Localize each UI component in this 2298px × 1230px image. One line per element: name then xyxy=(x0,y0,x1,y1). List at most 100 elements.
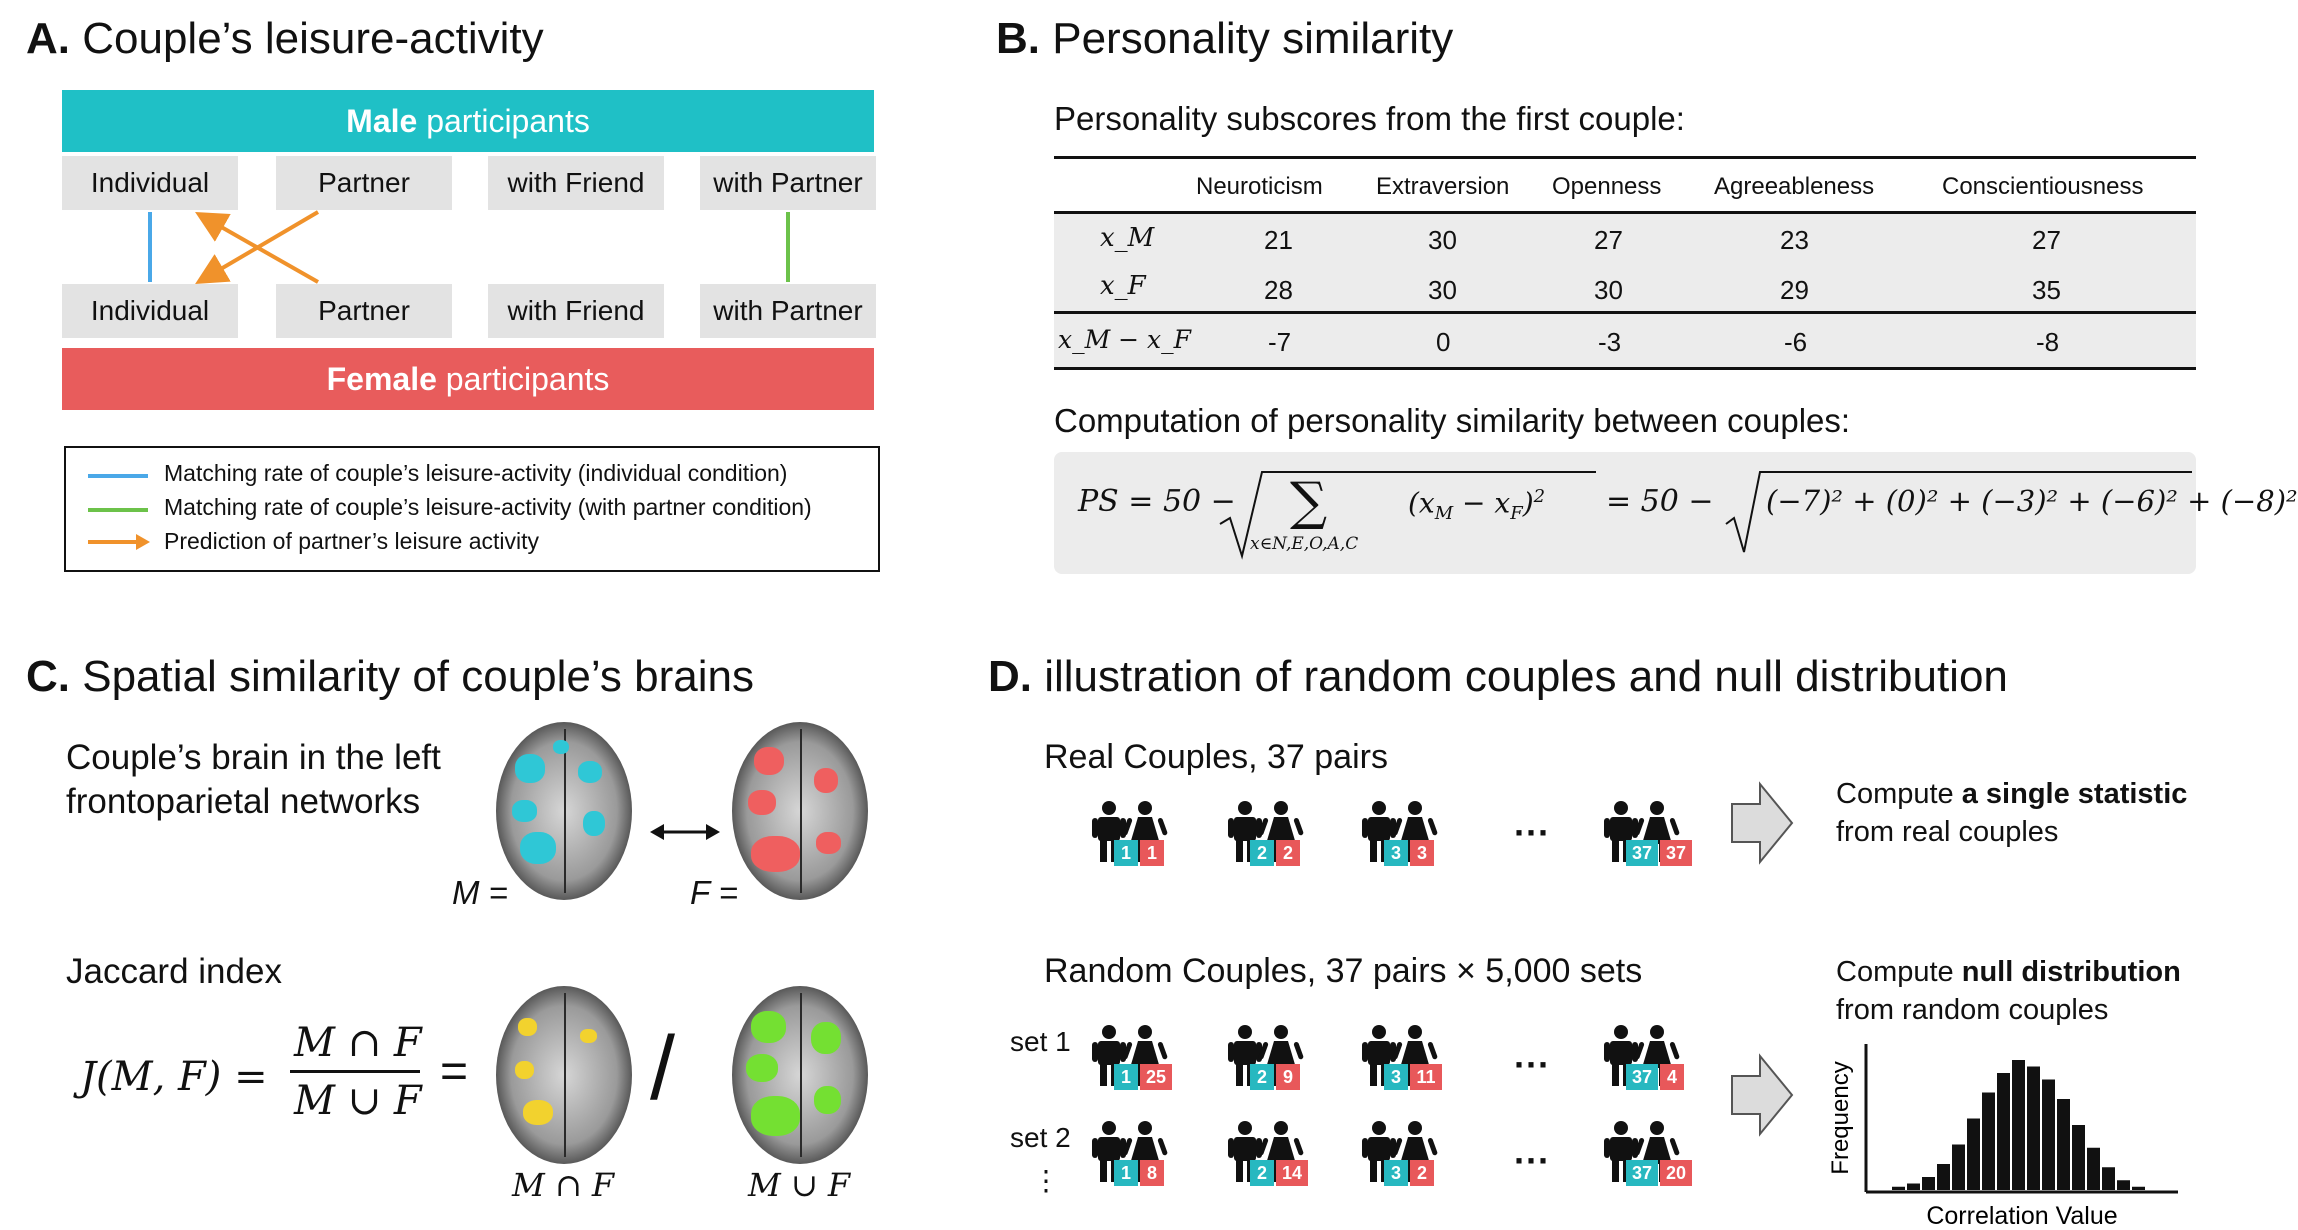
set1-ellipsis: ··· xyxy=(1514,1044,1550,1085)
panel-a-title-text: Couple’s leisure-activity xyxy=(82,14,544,63)
double-arrow-icon xyxy=(650,824,720,840)
hist-bar xyxy=(1937,1164,1950,1190)
brain-union-image xyxy=(732,986,868,1164)
male-id-badge: 37 xyxy=(1626,840,1658,866)
female-box-with-partner: with Partner xyxy=(700,284,876,338)
header-agreeableness: Agreeableness xyxy=(1714,173,1875,200)
panel-c-letter: C. xyxy=(26,652,70,701)
male-id-badge: 1 xyxy=(1114,1064,1138,1090)
jaccard-lhs: J(M, F) = xyxy=(80,1054,268,1100)
random-couples-title: Random Couples, 37 pairs × 5,000 sets xyxy=(1044,952,1643,990)
row-label-xf: x_F xyxy=(1100,271,1146,301)
panel-a-letter: A. xyxy=(26,14,70,63)
sum-term: (xM − xF)2 xyxy=(1408,486,1546,524)
label-intersection: M ∩ F xyxy=(512,1166,615,1204)
compute-null-line1: Compute null distribution xyxy=(1836,956,2181,989)
female-id-badge: 20 xyxy=(1660,1160,1692,1186)
xf-extraversion: 30 xyxy=(1428,275,1457,305)
male-id-badge: 1 xyxy=(1114,1160,1138,1186)
jaccard-equals: = xyxy=(440,1045,469,1098)
man-icon xyxy=(1228,800,1262,867)
hist-bar xyxy=(1997,1073,2010,1190)
panel-a-connectors xyxy=(148,210,790,285)
hist-bar xyxy=(2027,1066,2040,1190)
hist-bar xyxy=(1952,1144,1965,1190)
label-f: F = xyxy=(690,874,739,911)
table-header-row xyxy=(1054,159,2196,214)
male-id-badge: 37 xyxy=(1626,1064,1658,1090)
prediction-arrow-down xyxy=(195,210,320,285)
brain-intersection-image xyxy=(496,986,632,1164)
sqrt-sign-2 xyxy=(1725,471,2192,553)
sqrt-sign-1 xyxy=(1219,471,1596,560)
compute2-bold: null distribution xyxy=(1961,956,2181,988)
woman-icon xyxy=(1634,1120,1680,1187)
woman-icon xyxy=(1122,1120,1168,1187)
compute1-pre: Compute xyxy=(1836,778,1962,810)
male-box-individual: Individual xyxy=(62,156,238,210)
hist-ylabel: Frequency xyxy=(1827,1061,1854,1174)
jaccard-slash: / xyxy=(650,1019,676,1119)
male-id-badge: 1 xyxy=(1114,840,1138,866)
legend-blue-swatch xyxy=(88,474,148,478)
set-vdots: ⋮ xyxy=(1032,1165,1060,1196)
xf-openness: 30 xyxy=(1594,275,1623,305)
sum-subscript: x∈N,E,O,A,C xyxy=(1250,534,1359,554)
label-union: M ∪ F xyxy=(748,1166,851,1204)
real-ellipsis: ··· xyxy=(1514,812,1550,853)
compute-single-line2: from real couples xyxy=(1836,816,2059,848)
header-openness: Openness xyxy=(1552,173,1662,200)
null-distribution-histogram: Frequency Correlation Value xyxy=(1827,1044,2178,1230)
jaccard-title: Jaccard index xyxy=(66,952,282,991)
female-id-badge: 2 xyxy=(1410,1160,1434,1186)
hist-bar xyxy=(1892,1186,1905,1190)
compute-null-line2: from random couples xyxy=(1836,994,2109,1026)
male-box-with-partner: with Partner xyxy=(700,156,876,210)
hist-bar xyxy=(1922,1177,1935,1190)
female-id-badge: 25 xyxy=(1140,1064,1172,1090)
hist-bar xyxy=(2012,1060,2025,1190)
diff-neuroticism: -7 xyxy=(1268,327,1292,357)
brain-caption-line1: Couple’s brain in the left xyxy=(66,738,441,777)
header-conscientiousness: Conscientiousness xyxy=(1942,173,2144,200)
xm-neuroticism: 21 xyxy=(1264,225,1293,255)
female-id-badge: 4 xyxy=(1660,1064,1684,1090)
compute2-pre: Compute xyxy=(1836,956,1962,988)
set2-ellipsis: ··· xyxy=(1514,1140,1550,1181)
diff-agreeableness: -6 xyxy=(1784,327,1808,357)
panel-b-letter: B. xyxy=(996,14,1040,63)
woman-icon xyxy=(1258,1024,1304,1091)
female-rest: participants xyxy=(436,361,610,397)
jaccard-denominator: M ∪ F xyxy=(294,1078,422,1124)
arrow-right-icon-1 xyxy=(1731,781,1794,865)
hist-bar xyxy=(2042,1079,2055,1190)
male-id-badge: 3 xyxy=(1384,840,1408,866)
female-id-badge: 37 xyxy=(1660,840,1692,866)
hist-bar xyxy=(2117,1180,2130,1190)
female-id-badge: 14 xyxy=(1276,1160,1308,1186)
header-extraversion: Extraversion xyxy=(1376,173,1510,200)
hist-bar xyxy=(1982,1092,1995,1190)
xf-agreeableness: 29 xyxy=(1780,275,1809,305)
diff-conscientiousness: -8 xyxy=(2036,327,2060,357)
man-icon xyxy=(1228,1024,1262,1091)
male-id-badge: 3 xyxy=(1384,1064,1408,1090)
panel-b-title-text: Personality similarity xyxy=(1052,14,1454,63)
legend-orange-arrow-icon xyxy=(88,534,150,550)
female-participants-bar: Female participants xyxy=(62,348,874,410)
brain-female-image xyxy=(732,722,868,900)
personality-table: Neuroticism Extraversion Openness Agreea… xyxy=(1054,156,2196,370)
xm-conscientiousness: 27 xyxy=(2032,225,2061,255)
male-id-badge: 37 xyxy=(1626,1160,1658,1186)
female-box-with-friend: with Friend xyxy=(488,284,664,338)
female-bold: Female xyxy=(326,361,437,397)
prediction-arrow-up xyxy=(195,212,319,284)
male-rest: participants xyxy=(417,103,590,139)
sum-symbol: ∑ xyxy=(1290,472,1328,532)
